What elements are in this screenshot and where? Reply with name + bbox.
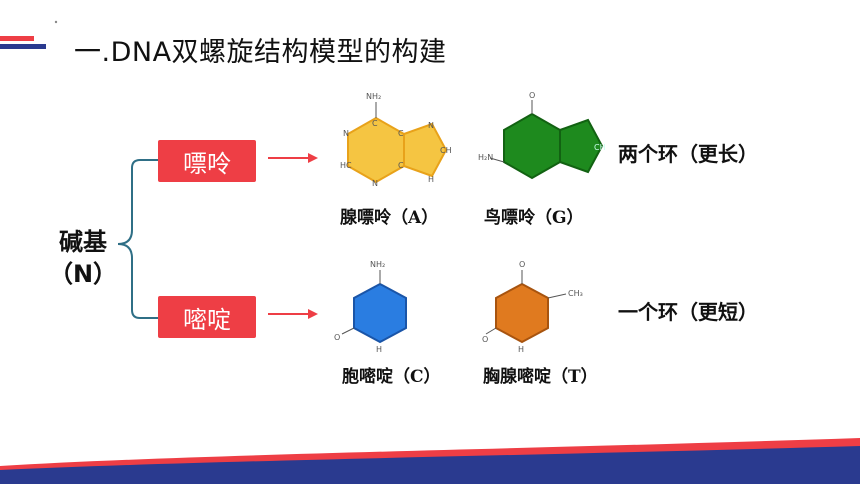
title-accent-stripes bbox=[0, 20, 58, 49]
thymine-structure-image: O CH₃ O H bbox=[482, 260, 583, 354]
svg-text:CH₃: CH₃ bbox=[568, 289, 583, 298]
svg-text:NH₂: NH₂ bbox=[370, 260, 385, 269]
svg-text:O: O bbox=[529, 91, 535, 100]
adenine-structure-image: NH₂ C N C HC C N N CH H bbox=[340, 92, 452, 188]
pyrimidine-category-box: 嘧啶 bbox=[158, 296, 256, 338]
svg-text:H: H bbox=[376, 345, 382, 354]
svg-text:CH: CH bbox=[594, 143, 606, 152]
svg-text:H: H bbox=[428, 175, 434, 184]
svg-text:H: H bbox=[518, 345, 524, 354]
adenine-label: 腺嘌呤（A） bbox=[340, 208, 439, 228]
svg-text:NH₂: NH₂ bbox=[366, 92, 381, 101]
cytosine-label: 胞嘧啶（C） bbox=[342, 367, 441, 387]
purine-ring-note: 两个环（更长） bbox=[618, 142, 758, 166]
svg-text:C: C bbox=[398, 129, 404, 138]
thymine-label: 胸腺嘧啶（T） bbox=[483, 367, 598, 387]
cytosine-structure-image: NH₂ O H bbox=[334, 260, 407, 354]
svg-text:N: N bbox=[343, 129, 349, 138]
footer-wave bbox=[0, 438, 860, 484]
svg-text:H₂N: H₂N bbox=[478, 153, 493, 162]
purine-category-box: 嘌呤 bbox=[158, 140, 256, 182]
arrow-purine-icon bbox=[268, 153, 318, 163]
svg-text:N: N bbox=[428, 121, 434, 130]
svg-text:O: O bbox=[482, 335, 488, 344]
root-label-line1: 碱基 bbox=[59, 228, 107, 256]
guanine-label: 鸟嘌呤（G） bbox=[484, 208, 584, 228]
svg-text:O: O bbox=[519, 260, 525, 269]
svg-text:CH: CH bbox=[440, 146, 452, 155]
arrow-pyrimidine-icon bbox=[268, 309, 318, 319]
svg-text:C: C bbox=[398, 161, 404, 170]
svg-text:C: C bbox=[372, 119, 378, 128]
guanine-structure-image: O H₂N CH bbox=[478, 91, 606, 180]
root-label-line2: （N） bbox=[48, 260, 118, 288]
svg-text:O: O bbox=[334, 333, 340, 342]
pyrimidine-ring-note: 一个环（更短） bbox=[618, 300, 758, 324]
page-title: 一.DNA双螺旋结构模型的构建 bbox=[74, 37, 447, 68]
svg-text:N: N bbox=[372, 179, 378, 188]
svg-text:HC: HC bbox=[340, 161, 352, 170]
root-label: 碱基 （N） bbox=[48, 226, 118, 290]
